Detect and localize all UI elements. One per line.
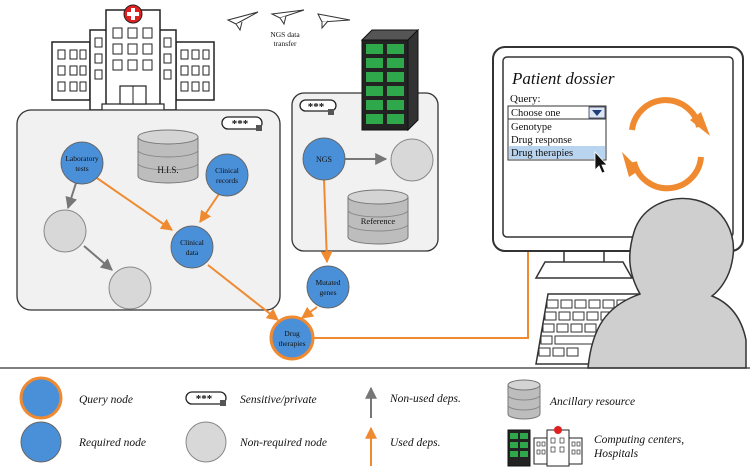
node-drug-therapies	[269, 315, 315, 361]
legend-non-required-swatch	[185, 421, 227, 463]
svg-text:***: ***	[232, 118, 249, 130]
refresh-arrowhead-1	[690, 112, 710, 136]
node-clinical-records	[205, 153, 249, 197]
option-drug-therapies[interactable]: Drug therapies	[511, 148, 573, 159]
edge-mutated-to-drug	[301, 306, 318, 319]
legend-used-label: Used deps.	[390, 437, 440, 449]
hospital-icon	[51, 4, 215, 113]
dossier-title: Patient dossier	[511, 69, 615, 88]
edge-lab-to-grey	[65, 182, 78, 210]
legend-server-icon	[507, 429, 531, 467]
edge-ngs-to-mutated	[320, 178, 333, 264]
legend-ancillary-label: Ancillary resource	[549, 396, 635, 408]
node-mutated-genes	[306, 265, 350, 309]
node-clinical-records-label-1: Clinical	[215, 166, 239, 175]
edge-lab-to-clinical-data	[93, 175, 173, 231]
option-highlight	[509, 146, 605, 159]
legend-sensitive-label: Sensitive/private	[240, 394, 317, 406]
lock-icon	[256, 125, 262, 131]
database-icon-reference	[347, 189, 409, 245]
ngs-transfer-label-1: NGS data	[270, 30, 300, 39]
svg-text:***: ***	[308, 101, 325, 113]
node-laboratory-tests-label-1: Laboratory	[65, 154, 99, 163]
legend-query-node-label: Query node	[79, 394, 133, 406]
edge-records-to-clinical-data	[199, 193, 220, 223]
node-ngs-label: NGS	[316, 155, 332, 164]
node-drug-therapies-label-1: Drug	[284, 329, 300, 338]
legend-computing-label-2: Hospitals	[593, 448, 639, 460]
legend-hospital-icon	[533, 426, 583, 467]
ngs-transfer-label-2: transfer	[274, 39, 297, 48]
edge-clinical-to-drug	[207, 264, 279, 321]
refresh-icon	[629, 97, 704, 192]
option-genotype[interactable]: Genotype	[511, 122, 552, 133]
node-laboratory-tests	[60, 141, 104, 185]
paper-plane-icon	[226, 9, 351, 32]
node-ngs	[302, 137, 346, 181]
node-clinical-data	[170, 225, 214, 269]
option-drug-response[interactable]: Drug response	[511, 135, 572, 146]
legend-non-used-label: Non-used deps.	[389, 393, 461, 405]
node-clinical-records-label-2: records	[216, 176, 238, 185]
legend-required-node-label: Required node	[78, 437, 146, 449]
chevron-down-icon	[592, 110, 602, 116]
query-select-value: Choose one	[511, 108, 561, 119]
legend-password-badge: ***	[185, 391, 227, 406]
svg-text:***: ***	[196, 393, 213, 405]
legend-required-node-swatch	[20, 421, 62, 463]
server-rack-icon	[360, 28, 420, 132]
password-badge-hospital: ***	[221, 116, 263, 131]
query-select[interactable]: Choose one	[507, 105, 607, 120]
database-icon-his	[137, 129, 199, 184]
legend-query-node-swatch	[19, 376, 63, 420]
node-laboratory-tests-label-2: tests	[75, 164, 88, 173]
unused-edges	[65, 153, 388, 271]
legend-computing-label-1: Computing centers,	[594, 434, 684, 446]
legend-non-required-label: Non-required node	[239, 437, 327, 449]
node-mutated-genes-label-1: Mutated	[316, 278, 341, 287]
query-label: Query:	[510, 93, 541, 105]
node-clinical-data-label-2: data	[186, 248, 199, 257]
refresh-arrowhead-2	[622, 152, 640, 177]
lock-icon	[328, 109, 334, 115]
user-silhouette-icon	[587, 197, 747, 369]
dropdown-list: Genotype Drug response Drug therapies	[507, 118, 607, 161]
node-clinical-data-label-1: Clinical	[180, 238, 204, 247]
his-label: H.I.S.	[157, 165, 178, 175]
edge-grey-to-grey	[83, 245, 113, 271]
node-mutated-genes-label-2: genes	[319, 288, 336, 297]
node-grey-3	[390, 138, 434, 182]
reference-label: Reference	[361, 216, 396, 226]
legend-database-icon	[507, 379, 541, 420]
node-drug-therapies-label-2: therapies	[278, 339, 305, 348]
lock-icon	[220, 400, 226, 406]
node-grey-1	[43, 209, 87, 253]
password-badge-ngs: ***	[299, 99, 337, 115]
mouse-cursor-icon	[594, 150, 608, 174]
node-grey-2	[108, 266, 152, 310]
